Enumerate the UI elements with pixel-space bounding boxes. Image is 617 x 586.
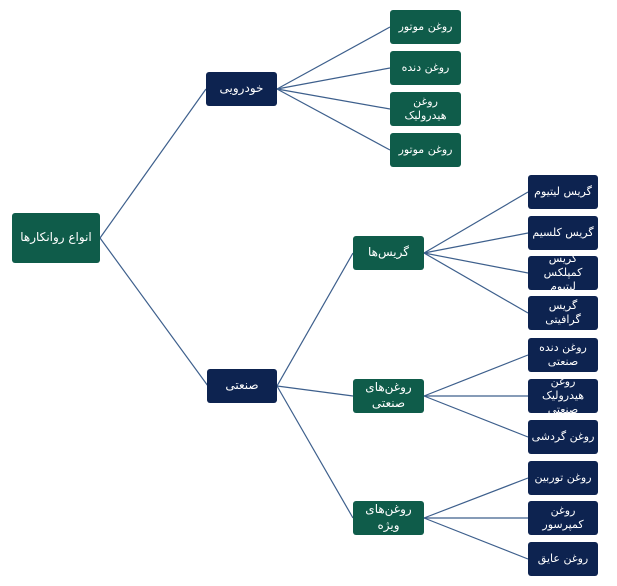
group-special-oils: روغن‌های ویژه: [353, 501, 424, 535]
edge-greases-4: [423, 252, 529, 314]
grease-item-4: گریس گرافیتی: [528, 296, 598, 330]
special-oil-item-1: روغن توربین: [528, 461, 598, 495]
edge-greases-3: [423, 252, 529, 274]
group-industrial-oils: روغن‌های صنعتی: [353, 379, 424, 413]
industrial-oil-item-1: روغن دنده صنعتی: [528, 338, 598, 372]
edge-automotive-oil1: [276, 26, 391, 90]
grease-item-1: گریس لیتیوم: [528, 175, 598, 209]
special-oil-item-2: روغن کمپرسور: [528, 501, 598, 535]
edge-oils-3: [423, 395, 529, 438]
edge-root-automotive: [99, 88, 207, 239]
category-industrial: صنعتی: [207, 369, 277, 403]
grease-item-2: گریس کلسیم: [528, 216, 598, 250]
group-greases: گریس‌ها: [353, 236, 424, 270]
industrial-oil-item-3: روغن گردشی: [528, 420, 598, 454]
industrial-oil-item-2: روغن هیدرولیک صنعتی: [528, 375, 598, 416]
edge-greases-2: [423, 232, 529, 254]
grease-item-3: گریس کمپلکس لیتیوم: [528, 252, 598, 293]
automotive-item-4: روغن موتور: [390, 133, 461, 167]
edge-automotive-oil3: [276, 88, 391, 110]
edge-root-industrial: [99, 237, 209, 387]
edge-special-3: [423, 517, 529, 560]
root-node: انواع روانکارها: [12, 213, 100, 263]
automotive-item-2: روغن دنده: [390, 51, 461, 85]
category-automotive: خودرویی: [206, 72, 277, 106]
edge-automotive-oil4: [276, 88, 391, 151]
edge-special-1: [423, 477, 529, 519]
edge-industrial-oils: [276, 385, 354, 397]
edge-industrial-greases: [276, 252, 354, 387]
edge-industrial-special: [276, 385, 354, 519]
automotive-item-3: روغن هیدرولیک: [390, 92, 461, 126]
edge-automotive-oil2: [276, 67, 391, 90]
edge-oils-1: [423, 354, 529, 397]
special-oil-item-3: روغن عایق: [528, 542, 598, 576]
edge-greases-1: [423, 191, 529, 254]
automotive-item-1: روغن موتور: [390, 10, 461, 44]
